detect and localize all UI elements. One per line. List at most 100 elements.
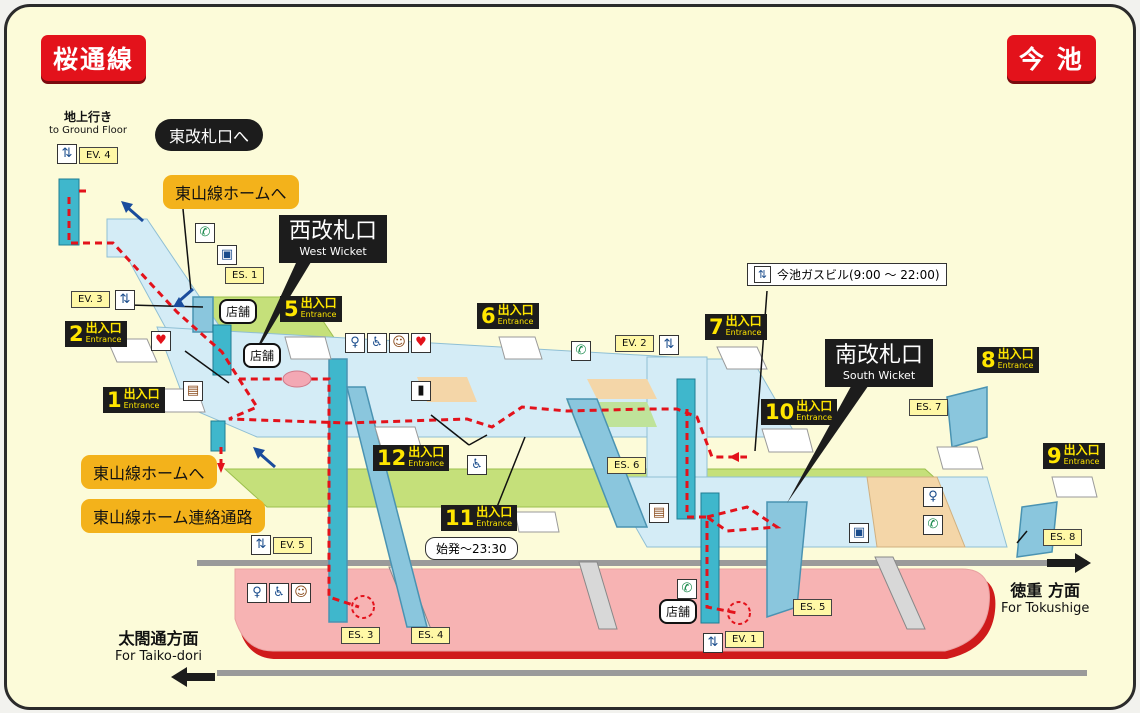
gas-building-text: 今池ガスビル(9:00 ～ 22:00) xyxy=(777,268,940,282)
phone-icon: ✆ xyxy=(923,515,943,535)
station-map-drawing xyxy=(58,178,1098,687)
ticket-machine-icon: ▣ xyxy=(849,523,869,543)
baby-icon: ☺ xyxy=(291,583,311,603)
elevator-4-tag: EV. 4 xyxy=(79,147,118,164)
wheelchair-icon: ♿ xyxy=(269,583,289,603)
direction-taiko-jp: 太閤通方面 xyxy=(118,629,199,648)
exit-jp: 出入口 xyxy=(408,445,445,459)
exit-jp: 出入口 xyxy=(997,347,1034,361)
station-office-icon: ▤ xyxy=(649,503,669,523)
station-map-frame: 桜通線 今 池 地上行き to Ground Floor ⇅ EV. 4 東改札… xyxy=(4,4,1136,710)
wheelchair-icon: ♿ xyxy=(367,333,387,353)
route-arrow-down xyxy=(217,463,225,473)
escalator-5-tag: ES. 5 xyxy=(793,599,833,616)
ev1-platform-marker xyxy=(727,601,751,625)
exit-jp: 出入口 xyxy=(1063,443,1100,457)
exit-jp: 出入口 xyxy=(796,399,833,413)
exit-number: 2 xyxy=(69,322,84,346)
gas-building-label: ⇅ 今池ガスビル(9:00 ～ 22:00) xyxy=(747,263,947,286)
facility-block-west xyxy=(417,377,477,402)
waiting-area xyxy=(282,370,312,388)
escalator-7-tag: ES. 7 xyxy=(909,399,949,416)
exit-number: 11 xyxy=(445,506,475,530)
exit-number: 9 xyxy=(1047,444,1062,468)
station-office-icon: ▤ xyxy=(183,381,203,401)
toilet-icon: ♀ xyxy=(247,583,267,603)
exit-number: 1 xyxy=(107,388,122,412)
aed-icon: ♥ xyxy=(411,333,431,353)
exit-en: Entrance xyxy=(1063,457,1100,466)
elevator-5-tag: EV. 5 xyxy=(273,537,312,554)
exit-number: 6 xyxy=(481,304,496,328)
direction-taiko-en: For Taiko-dori xyxy=(115,649,202,664)
elevator-3-tag: EV. 3 xyxy=(71,291,110,308)
shop-label: 店舗 xyxy=(659,599,698,624)
exit-en: Entrance xyxy=(725,328,762,337)
exit-number: 7 xyxy=(709,315,724,339)
wheelchair-icon: ♿ xyxy=(467,455,487,475)
south-wicket-label: 南改札口 South Wicket xyxy=(825,339,934,387)
phone-icon: ✆ xyxy=(571,341,591,361)
south-wicket-pointer xyxy=(787,379,873,503)
elevator-icon: ⇅ xyxy=(703,633,723,653)
exit-en: Entrance xyxy=(300,310,337,319)
shop-label: 店舗 xyxy=(243,343,282,368)
elevator-icon: ⇅ xyxy=(251,535,271,555)
elevator-2-tag: EV. 2 xyxy=(615,335,654,352)
direction-taiko: 太閤通方面 For Taiko-dori xyxy=(115,625,202,664)
exit-jp: 出入口 xyxy=(300,296,337,310)
baby-icon: ☺ xyxy=(389,333,409,353)
exit-en: Entrance xyxy=(85,335,122,344)
exit-jp: 出入口 xyxy=(725,314,762,328)
ground-floor-label: 地上行き to Ground Floor xyxy=(47,108,129,136)
station-office-icon: ▮ xyxy=(411,381,431,401)
phone-icon: ✆ xyxy=(195,223,215,243)
exit-en: Entrance xyxy=(796,413,833,422)
escalator-8-tag: ES. 8 xyxy=(1043,529,1083,546)
exit-en: Entrance xyxy=(476,519,513,528)
exit-en: Entrance xyxy=(997,361,1034,370)
east-wicket-link[interactable]: 東改札口へ xyxy=(155,119,264,151)
higashiyama-passage-link[interactable]: 東山線ホーム連絡通路 xyxy=(81,499,265,533)
phone-icon: ✆ xyxy=(677,579,697,599)
toilet-icon: ♀ xyxy=(345,333,365,353)
south-wicket-jp: 南改札口 xyxy=(835,343,924,368)
escalator-6-tag: ES. 6 xyxy=(607,457,647,474)
facility-block-mid xyxy=(587,379,657,399)
station-name-badge: 今 池 xyxy=(1007,35,1096,81)
elevator-icon: ⇅ xyxy=(57,144,77,164)
arrow-tokushige xyxy=(1047,553,1091,573)
exit-jp: 出入口 xyxy=(476,505,513,519)
south-wicket-en: South Wicket xyxy=(842,369,916,382)
exit-jp: 出入口 xyxy=(123,387,160,401)
exit-number: 8 xyxy=(981,348,996,372)
escalator-3-tag: ES. 3 xyxy=(341,627,381,644)
higashiyama-platform-top-link[interactable]: 東山線ホームへ xyxy=(163,175,299,209)
exit-en: Entrance xyxy=(123,401,160,410)
exit-jp: 出入口 xyxy=(85,321,122,335)
accessible-route xyxy=(67,189,782,615)
elevator-icon: ⇅ xyxy=(754,266,771,283)
hours-note: 始発～23:30 xyxy=(425,537,518,560)
exit-number: 10 xyxy=(765,400,795,424)
toilet-icon: ♀ xyxy=(923,487,943,507)
arrow-taiko xyxy=(171,667,215,687)
exit-en: Entrance xyxy=(408,459,445,468)
aed-icon: ♥ xyxy=(151,331,171,351)
higashiyama-platform-left-link[interactable]: 東山線ホームへ xyxy=(81,455,217,489)
ev3-platform-marker xyxy=(351,595,375,619)
ground-floor-en: to Ground Floor xyxy=(48,125,128,136)
west-wicket-en: West Wicket xyxy=(299,245,367,258)
west-wicket-label: 西改札口 West Wicket xyxy=(279,215,388,263)
elevator-icon: ⇅ xyxy=(115,290,135,310)
